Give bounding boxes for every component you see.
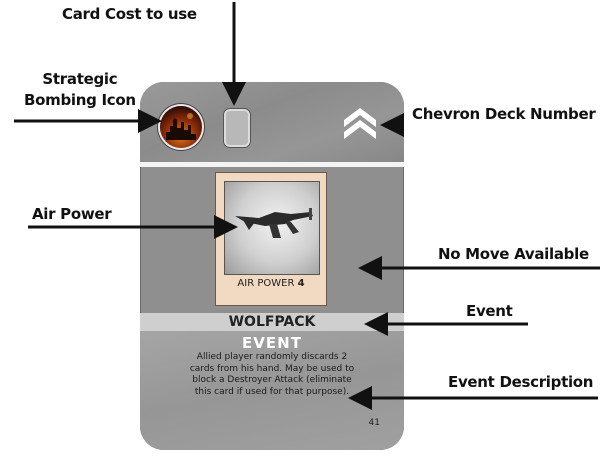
event-heading: EVENT <box>242 334 302 352</box>
no-move-available-label: No Move Available <box>438 245 589 263</box>
event-title-bar: WOLFPACK <box>140 313 404 331</box>
event-label: Event <box>466 302 513 320</box>
air-power-label: Air Power <box>32 205 112 223</box>
strategic-bombing-label-line2: Bombing Icon <box>24 91 136 109</box>
chevron-deck-icon <box>342 102 378 147</box>
strategic-bombing-icon <box>160 106 202 148</box>
card-cost-label: Card Cost to use <box>62 5 197 23</box>
air-power-art-frame: AIR POWER 4 <box>215 172 327 306</box>
strategic-bombing-label: Strategic Bombing Icon <box>24 69 136 111</box>
card-cost-box <box>224 109 250 147</box>
chevron-deck-number-label: Chevron Deck Number <box>412 105 596 123</box>
card-number: 41 <box>368 418 380 428</box>
air-power-caption-prefix: AIR POWER <box>237 278 295 289</box>
strategic-bombing-label-line1: Strategic <box>42 70 118 88</box>
air-power-caption: AIR POWER 4 <box>216 278 326 289</box>
event-description-text: Allied player randomly discards 2 cards … <box>189 352 355 397</box>
game-card: AIR POWER 4 WOLFPACK EVENT Allied player… <box>140 82 404 450</box>
air-power-value: 4 <box>297 278 305 289</box>
aircraft-image <box>224 181 320 275</box>
event-description-label: Event Description <box>448 373 594 391</box>
card-divider <box>140 162 404 167</box>
